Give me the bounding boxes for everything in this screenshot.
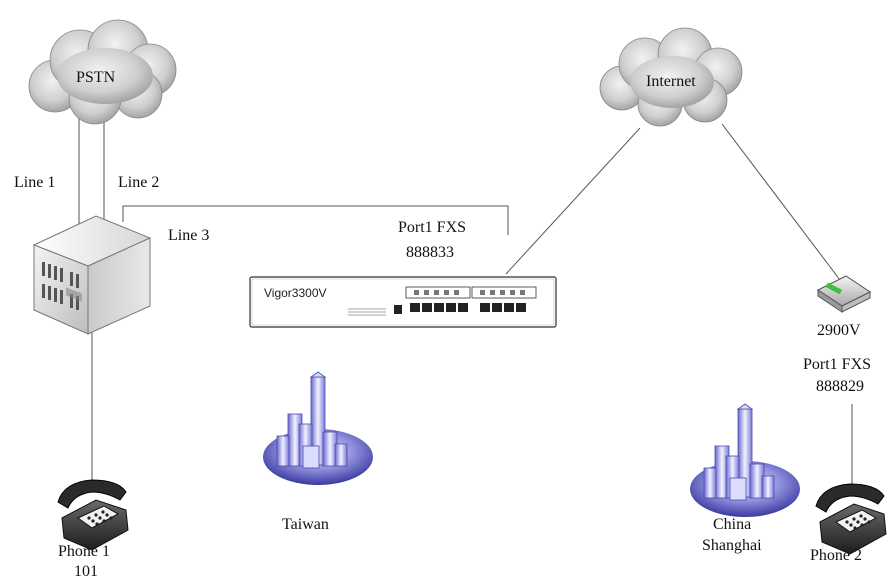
phone2-label: Phone 2 bbox=[810, 547, 862, 564]
vigor3300-model-label: Vigor3300V bbox=[264, 286, 327, 300]
shanghai-city-icon bbox=[689, 403, 801, 518]
taiwan-label: Taiwan bbox=[282, 516, 329, 533]
phone1-label: Phone 1 bbox=[58, 543, 110, 560]
internet-label: Internet bbox=[646, 73, 696, 90]
vigor3300-router-icon bbox=[249, 276, 557, 328]
internet-cloud-icon bbox=[599, 27, 743, 127]
router-2900-port-number: 888829 bbox=[816, 378, 864, 395]
router-2900-model-label: 2900V bbox=[817, 322, 861, 339]
china-label: China bbox=[713, 516, 751, 533]
line3-label: Line 3 bbox=[168, 227, 209, 244]
shanghai-label: Shanghai bbox=[702, 537, 762, 554]
line2-label: Line 2 bbox=[118, 174, 159, 191]
vigor3300-port-number: 888833 bbox=[406, 244, 454, 261]
line1-label: Line 1 bbox=[14, 174, 55, 191]
pstn-cloud-icon bbox=[28, 19, 177, 125]
router-2900-port-label: Port1 FXS bbox=[803, 356, 871, 373]
wire-internet-2900 bbox=[721, 123, 841, 281]
wire-vigor-internet bbox=[505, 127, 641, 275]
pbx-icon bbox=[32, 215, 152, 335]
phone1-telephone-icon bbox=[57, 479, 129, 551]
phone2-telephone-icon bbox=[815, 483, 887, 555]
taiwan-city-icon bbox=[262, 371, 374, 486]
connection-wires bbox=[78, 106, 853, 488]
router-2900-icon bbox=[817, 275, 871, 313]
pstn-label: PSTN bbox=[76, 69, 116, 86]
vigor3300-port-label: Port1 FXS bbox=[398, 219, 466, 236]
wire-line3 bbox=[122, 205, 509, 235]
phone1-extension: 101 bbox=[74, 563, 98, 577]
